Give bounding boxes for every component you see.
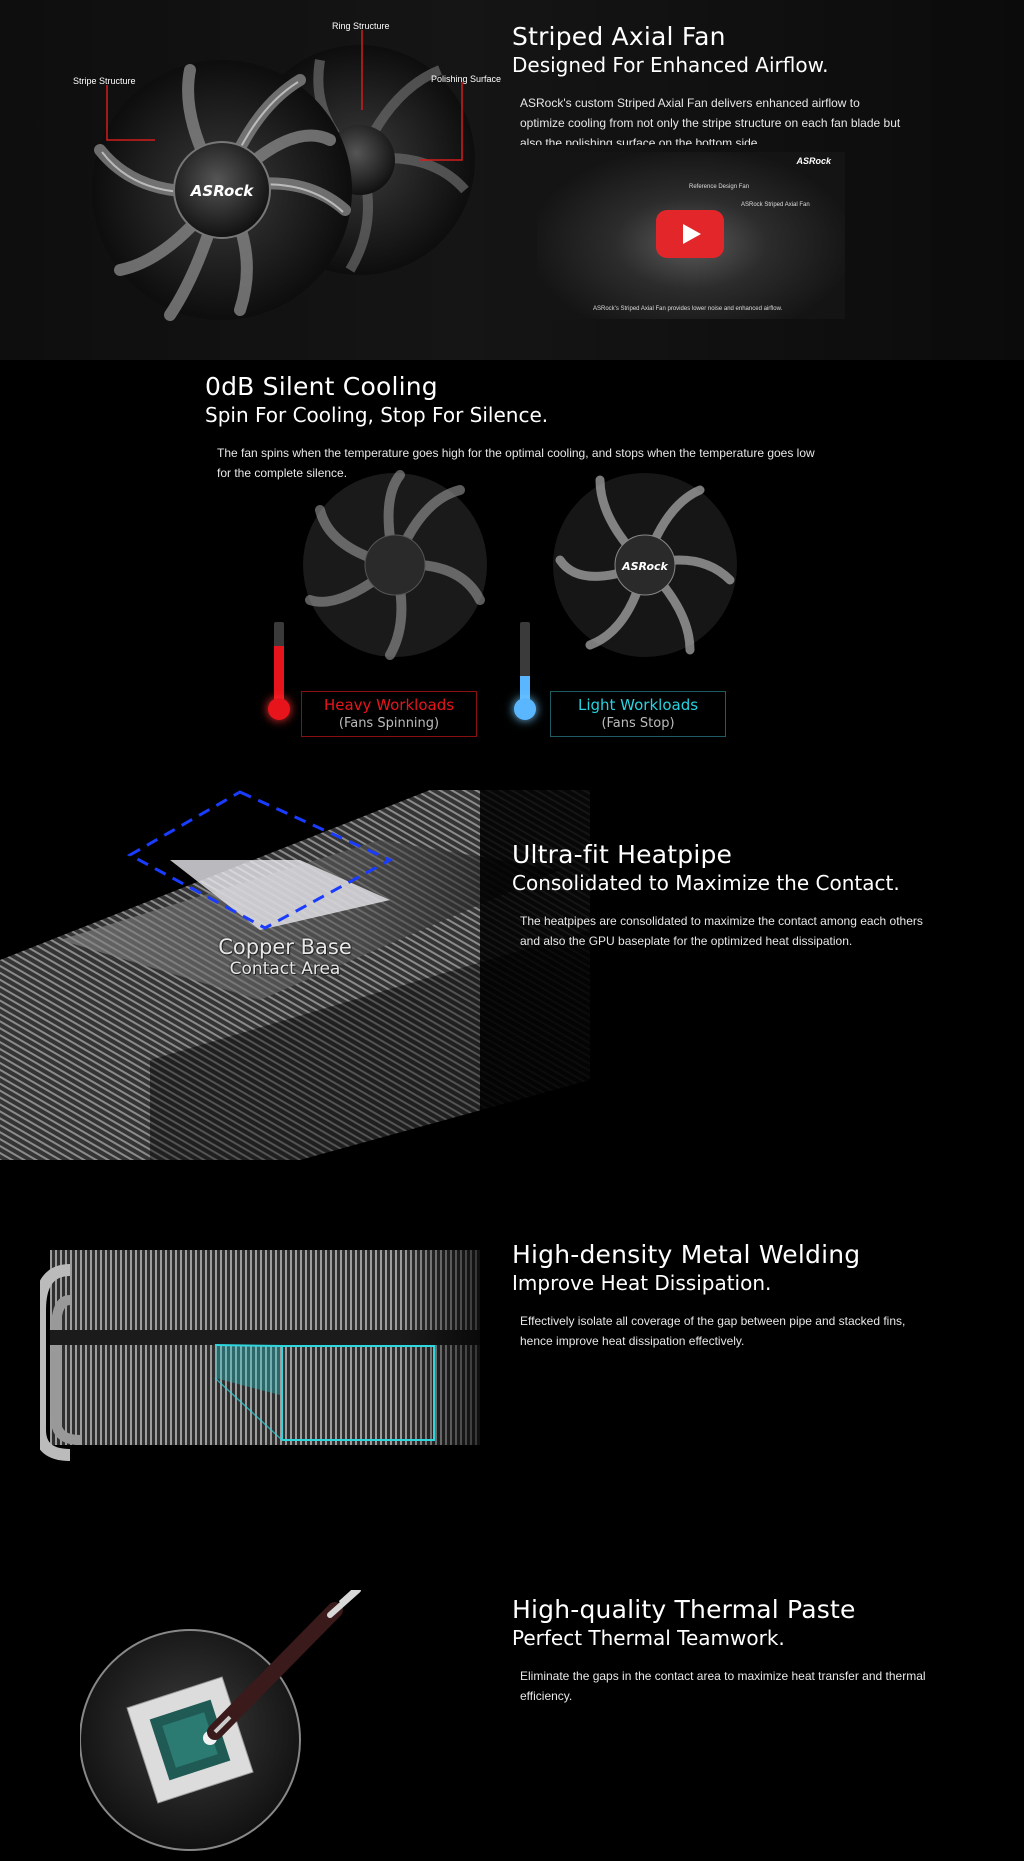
heavy-workloads-sub: (Fans Spinning) — [338, 716, 440, 731]
silent-text-block: 0dB Silent Cooling Spin For Cooling, Sto… — [205, 372, 825, 483]
copper-base-line2: Contact Area — [229, 959, 341, 979]
video-caption: ASRock's Striped Axial Fan provides lowe… — [593, 306, 783, 312]
heatsink-copper-base-illustration — [0, 780, 590, 1160]
light-workloads-title: Light Workloads — [577, 696, 699, 714]
silent-cooling-section: 0dB Silent Cooling Spin For Cooling, Sto… — [0, 360, 1024, 760]
fan-text-block: Striped Axial Fan Designed For Enhanced … — [512, 22, 912, 145]
heatpipe-description: The heatpipes are consolidated to maximi… — [520, 914, 923, 948]
fan-video-player[interactable]: ASRock Reference Design Fan ASRock Strip… — [537, 152, 845, 319]
light-workloads-box: Light Workloads (Fans Stop) — [550, 691, 726, 737]
stopped-fan-illustration: ASRock — [553, 473, 737, 657]
paste-description: Eliminate the gaps in the contact area t… — [520, 1669, 926, 1703]
silent-subtitle: Spin For Cooling, Stop For Silence. — [205, 403, 549, 427]
callout-ring-structure: Ring Structure — [332, 21, 390, 31]
welding-heatsink-illustration — [40, 1230, 520, 1470]
light-thermometer-icon — [514, 622, 536, 720]
silent-description: The fan spins when the temperature goes … — [217, 446, 815, 480]
callout-stripe-structure: Stripe Structure — [73, 76, 136, 86]
paste-text-block: High-quality Thermal Paste Perfect Therm… — [512, 1595, 932, 1706]
thermal-paste-section: High-quality Thermal Paste Perfect Therm… — [0, 1540, 1024, 1861]
heatpipe-subtitle: Consolidated to Maximize the Contact. — [512, 871, 900, 895]
copper-base-line1: Copper Base — [218, 935, 352, 959]
heatpipe-section: Copper Base Contact Area Ultra-fit Heatp… — [0, 760, 1024, 1160]
video-label-asrock: ASRock Striped Axial Fan — [741, 202, 810, 208]
metal-welding-section: High-density Metal Welding Improve Heat … — [0, 1160, 1024, 1540]
striped-axial-fan-section: ASRock Ring Structure Stripe Structure P… — [0, 0, 1024, 360]
callout-polishing-surface: Polishing Surface — [431, 74, 502, 84]
video-label-reference: Reference Design Fan — [689, 184, 750, 190]
welding-title: High-density Metal Welding — [512, 1240, 861, 1269]
heavy-workloads-title: Heavy Workloads — [323, 696, 455, 714]
video-play-button[interactable] — [656, 210, 724, 258]
fan-title: Striped Axial Fan — [512, 22, 726, 51]
heavy-thermometer-icon — [268, 622, 290, 720]
stopped-fan-hub-logo: ASRock — [621, 560, 668, 573]
spinning-fan-illustration — [303, 470, 487, 660]
silent-title: 0dB Silent Cooling — [205, 372, 438, 401]
striped-fan-illustration: ASRock — [92, 30, 475, 321]
heavy-workloads-box: Heavy Workloads (Fans Spinning) — [301, 691, 477, 737]
video-brand-logo: ASRock — [796, 156, 831, 166]
fan-description: ASRock's custom Striped Axial Fan delive… — [520, 96, 901, 145]
thermal-paste-illustration — [80, 1590, 361, 1851]
welding-description: Effectively isolate all coverage of the … — [520, 1314, 906, 1348]
welding-subtitle: Improve Heat Dissipation. — [512, 1271, 772, 1295]
welding-text-block: High-density Metal Welding Improve Heat … — [512, 1240, 932, 1351]
paste-title: High-quality Thermal Paste — [512, 1595, 856, 1624]
fan-hub-logo: ASRock — [190, 182, 254, 200]
copper-base-label: Copper Base Contact Area — [155, 935, 415, 979]
fan-subtitle: Designed For Enhanced Airflow. — [512, 53, 829, 77]
heatpipe-title: Ultra-fit Heatpipe — [512, 840, 733, 869]
paste-subtitle: Perfect Thermal Teamwork. — [512, 1626, 785, 1650]
heatpipe-text-block: Ultra-fit Heatpipe Consolidated to Maxim… — [512, 840, 932, 951]
light-workloads-sub: (Fans Stop) — [601, 716, 675, 731]
